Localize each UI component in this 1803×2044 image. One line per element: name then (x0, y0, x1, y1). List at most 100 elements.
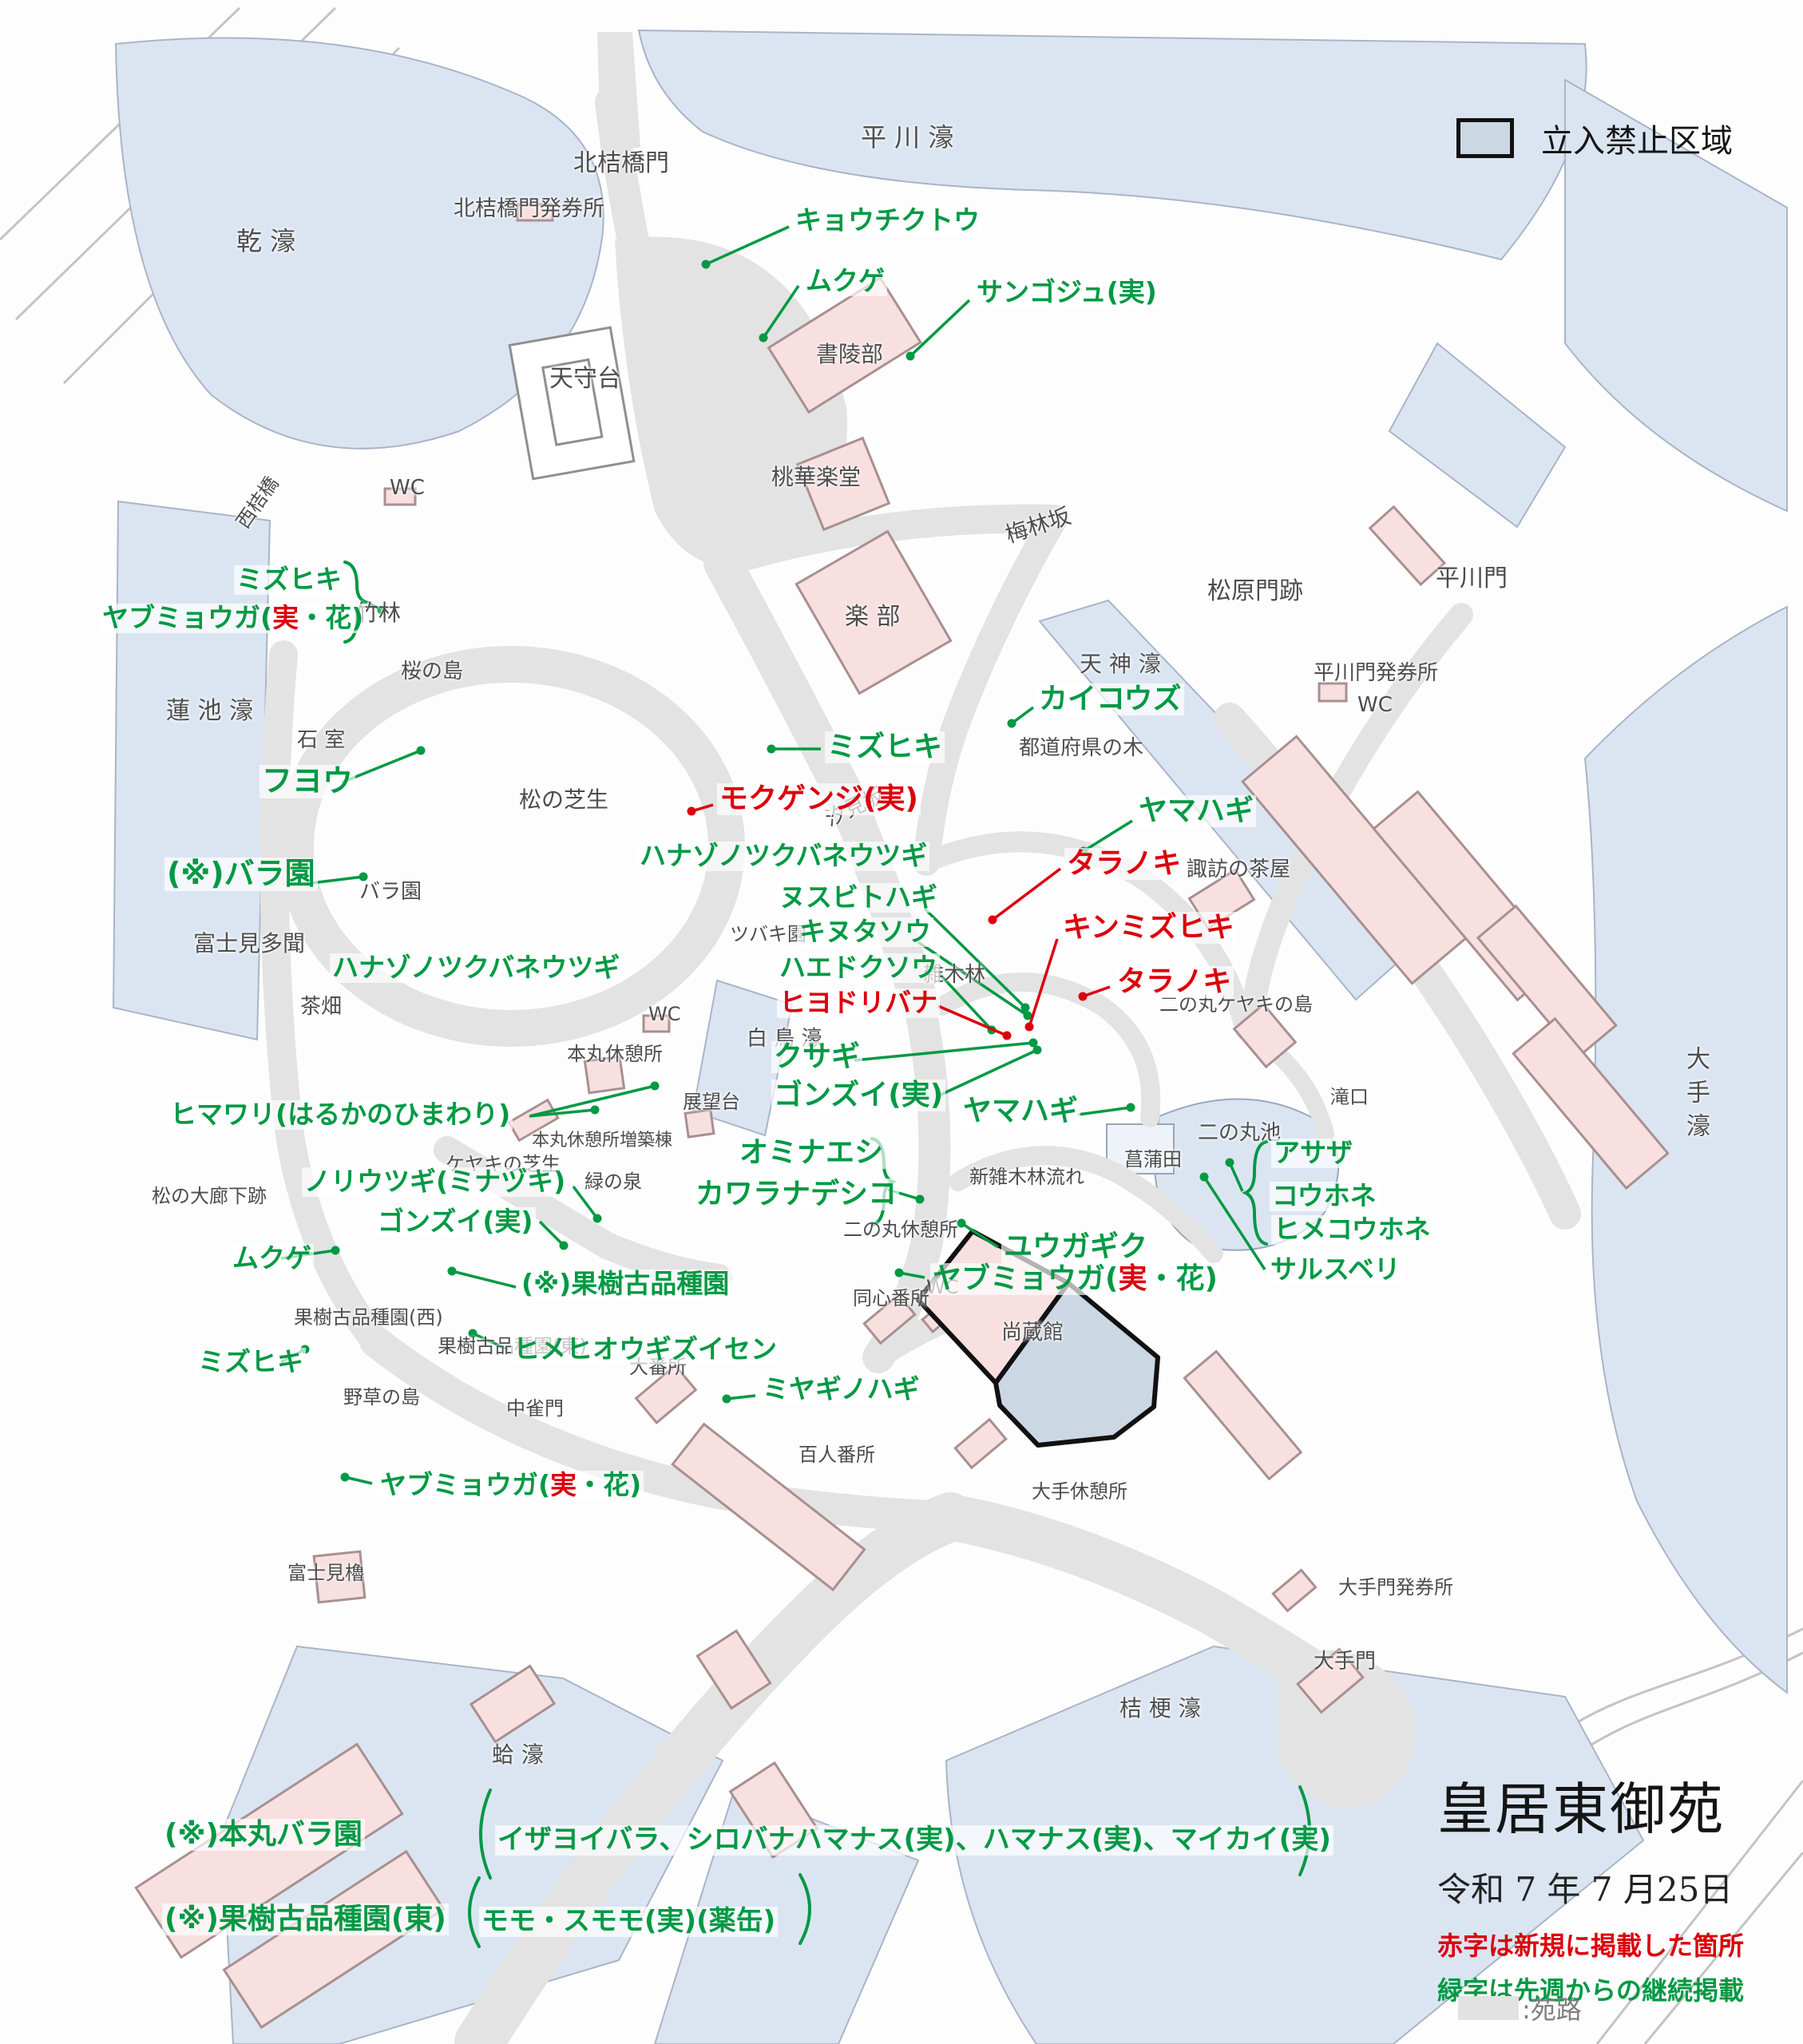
ote-moat (1583, 605, 1788, 1694)
map-label: 富士見多聞 (193, 930, 306, 957)
plant-label: (※)本丸バラ園 (162, 1819, 365, 1851)
map-label: 石 室 (297, 728, 346, 752)
map-label: 平川門 (1436, 564, 1508, 592)
plant-label-segment: オミナエシ (739, 1136, 884, 1169)
wc-hirakawa (1318, 682, 1348, 703)
barracks-e (1232, 1002, 1298, 1069)
plant-label: ハエドクソウ (777, 953, 940, 983)
plant-label: モクゲンジ(実) (717, 783, 921, 815)
plant-label-segment: 実 (272, 602, 299, 633)
leader-dot (340, 1472, 350, 1482)
plant-label: ヤマハギ (1136, 795, 1257, 827)
shoryobu-building (767, 276, 922, 414)
plant-label: ミズヒキ (196, 1348, 306, 1377)
plant-label-segment: カワラナデシコ (695, 1178, 898, 1210)
leader-dot (988, 915, 997, 925)
plant-label-segment: ヤブミョウガ( (102, 602, 273, 633)
map-label: 松原門跡 (1207, 577, 1303, 605)
leader-line (1082, 985, 1111, 998)
plant-label-segment: アサザ (1274, 1137, 1353, 1168)
map-label: 桃華楽堂 (771, 464, 862, 490)
map-label: 桜の島 (401, 660, 464, 683)
hirakawa-moat (637, 29, 1587, 261)
map-label: 大手濠 (1682, 1046, 1710, 1147)
leader-line (854, 1041, 1034, 1062)
map-label: WC (1357, 693, 1393, 717)
leader-line (923, 907, 1027, 1009)
leader-dot (957, 1218, 966, 1228)
map-label: 富士見櫓 (287, 1562, 364, 1584)
plant-label: ヒマワリ(はるかのひまわり) (168, 1100, 513, 1130)
map-title: 皇居東御苑 (1437, 1777, 1725, 1842)
garden-path-label: :苑路 (1522, 1994, 1582, 2025)
leader-dot (1024, 1022, 1034, 1032)
plant-label-segment: ヤブミョウガ( (380, 1469, 551, 1500)
leader-dot (1225, 1158, 1234, 1167)
legend-garden-path: :苑路 (1458, 1990, 1582, 2026)
ninomaru-loop-3 (949, 1146, 1223, 1263)
plant-label-segment: ヒメヒオウギズイセン (513, 1333, 777, 1365)
leader-line (572, 1185, 599, 1220)
map-label: 大手門 (1314, 1650, 1377, 1674)
plant-label: ヤブミョウガ(実・花) (930, 1263, 1220, 1295)
plant-label: ヒヨドリバナ (777, 988, 940, 1018)
plant-label-segment: ヒマワリ(はるかのひまわり) (170, 1099, 511, 1130)
hirakawa-bridge (1368, 505, 1447, 587)
map-label: 梅林坂 (1002, 502, 1075, 549)
ticket-office-ote (1271, 1568, 1318, 1613)
plant-label-segment: カイコウズ (1039, 683, 1182, 715)
map-label: 平川門発券所 (1314, 661, 1439, 685)
plant-label: (※)果樹古品種園 (519, 1270, 732, 1299)
plant-label-segment: コウホネ (1272, 1180, 1377, 1211)
map-label: 二の丸ケヤキの島 (1159, 993, 1313, 1016)
leader-dot (915, 1194, 925, 1204)
plant-label-segment: ハナゾノツクバネウツギ (640, 840, 928, 871)
leader-dot (1028, 1038, 1038, 1048)
plant-label-segment: ヒヨドリバナ (779, 987, 937, 1018)
leader-dot (559, 1241, 569, 1250)
plant-label: ノリウツギ(ミナヅキ) (302, 1167, 569, 1197)
plant-label: イザヨイバラ、シロバナハマナス(実)、ハマナス(実)、マイカイ(実) (495, 1825, 1333, 1856)
map-label: 天守台 (549, 365, 621, 393)
leader-line (538, 1220, 565, 1247)
plant-label: (※)バラ園 (164, 858, 318, 891)
plant-label: ユウガギク (1001, 1231, 1151, 1263)
plant-label-segment: サルスベリ (1270, 1254, 1401, 1285)
leader-dot (1199, 1172, 1209, 1182)
map-label: 書陵部 (816, 341, 884, 367)
plant-label-segment: 実 (550, 1469, 577, 1500)
map-label: 尚蔵館 (1001, 1321, 1064, 1345)
map-label: 展望台 (683, 1091, 740, 1113)
plant-label: ハナゾノツクバネウツギ (637, 840, 930, 871)
plant-label-segment: ゴンズイ(実) (378, 1206, 533, 1237)
note-new-entries: 赤字は新規に掲載した箇所 (1437, 1931, 1745, 1961)
doshin-bansho-building (862, 1293, 917, 1345)
leader-line (529, 1084, 656, 1118)
plant-label-segment: ハナゾノツクバネウツギ (332, 952, 620, 983)
map-label: 二の丸休憩所 (843, 1218, 958, 1241)
map-label: 蓮 池 濠 (166, 697, 254, 725)
map-label: 松の芝生 (519, 786, 609, 813)
map-label: 同心番所 (853, 1287, 929, 1309)
plant-label: ムクゲ (230, 1244, 314, 1274)
map-label: WC (648, 1003, 681, 1025)
plant-label-segment: ヌスビトハギ (779, 881, 937, 913)
tokagakudo-hall (795, 436, 891, 532)
map-label: 本丸休憩所増築棟 (532, 1131, 673, 1151)
title-block: 皇居東御苑 令和 7 年 7 月25日 赤字は新規に掲載した箇所 緑字は先週から… (1437, 1765, 1797, 2007)
plant-label: アサザ (1271, 1139, 1355, 1168)
map-date: 令和 7 年 7 月25日 (1437, 1870, 1734, 1909)
leader-dot (592, 1214, 602, 1223)
road-line (1643, 1852, 1803, 2044)
plant-label: ムクゲ (803, 267, 887, 296)
plant-label-segment: イザヨイバラ、シロバナハマナス(実)、ハマナス(実)、マイカイ(実) (497, 1824, 1331, 1856)
leader-line (1203, 1176, 1266, 1270)
ote-resthouse-building (953, 1417, 1008, 1470)
plant-label: フヨウ (260, 765, 356, 798)
plant-label-segment: キヌタソウ (799, 916, 931, 947)
plant-label-segment: 実 (1118, 1262, 1147, 1295)
label-brace (798, 1873, 811, 1945)
map-label: 大手休憩所 (1032, 1480, 1127, 1503)
hirakawa-gate-moat (1388, 342, 1567, 529)
resthouse-annex (507, 1098, 560, 1143)
